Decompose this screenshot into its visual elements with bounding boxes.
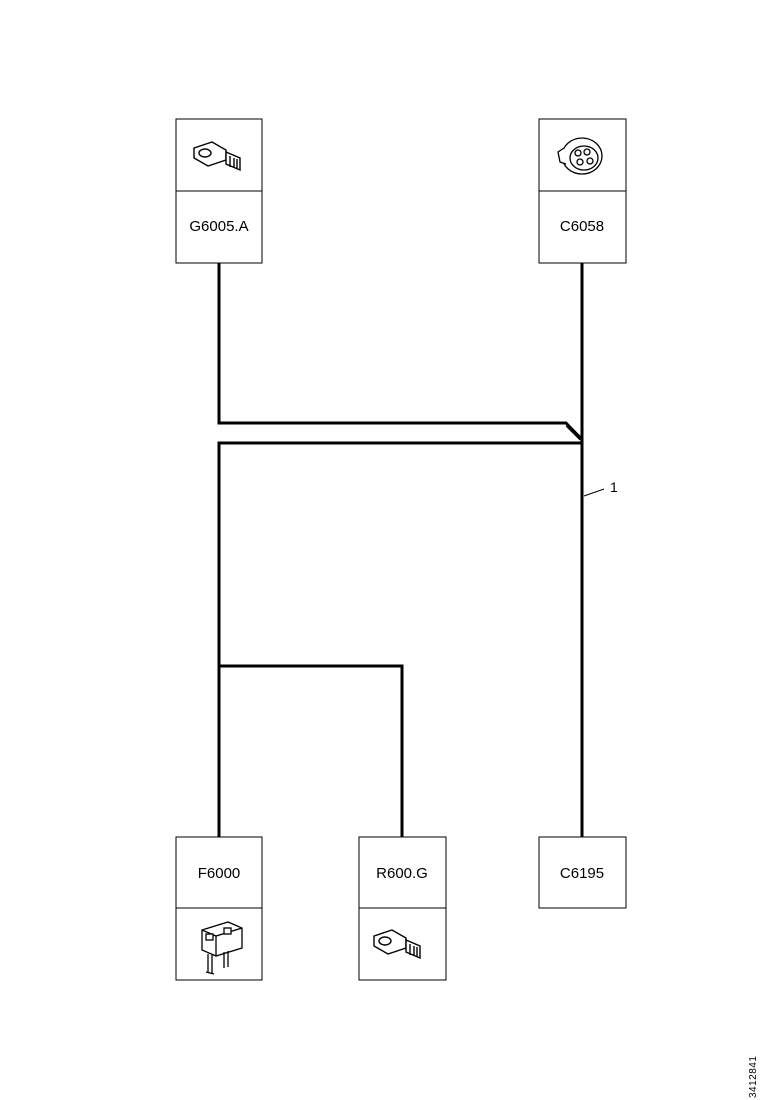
ring-terminal-icon (373, 929, 421, 960)
ring-terminal-icon (193, 141, 241, 172)
component-c6195[interactable]: C6195 (538, 836, 627, 909)
component-g6005a[interactable]: G6005.A (175, 118, 263, 264)
wire-g6005a (217, 263, 584, 442)
component-g6005a-label: G6005.A (189, 218, 248, 235)
fuse-icon (201, 921, 243, 975)
round-connector-icon (557, 137, 603, 175)
wire-branch-f6000 (217, 441, 582, 837)
component-c6058[interactable]: C6058 (538, 118, 627, 264)
component-f6000[interactable]: F6000 (175, 836, 263, 981)
component-c6058-label: C6058 (560, 218, 604, 235)
wire-branch-r600g (219, 664, 404, 837)
callout-label: 1 (610, 479, 618, 495)
component-r600g[interactable]: R600.G (358, 836, 447, 981)
document-id: 3412841 (748, 1055, 759, 1098)
component-c6195-label: C6195 (560, 865, 604, 882)
component-f6000-label: F6000 (198, 865, 241, 882)
component-r600g-label: R600.G (376, 865, 428, 882)
callout-leader (583, 488, 605, 497)
wires (217, 263, 584, 837)
splice-hatch (565, 425, 583, 441)
